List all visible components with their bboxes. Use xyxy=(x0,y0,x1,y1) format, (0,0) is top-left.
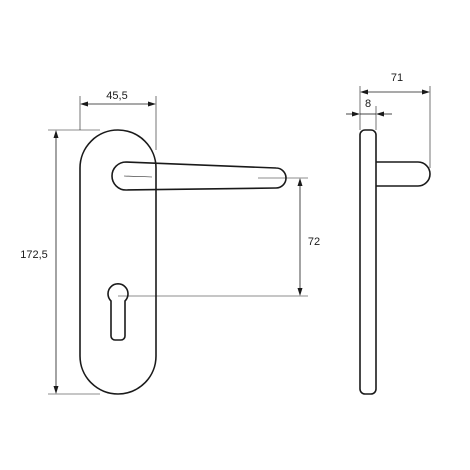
arrow-total-depth-left xyxy=(360,89,368,95)
arrow-plate-height-top xyxy=(53,130,59,138)
front-view: 45,5 172,5 72 xyxy=(20,90,320,395)
plate-edge xyxy=(359,129,377,395)
arrow-thickness-right xyxy=(376,111,384,117)
lever-handle-inner-edge xyxy=(123,175,153,178)
arrow-handle-to-keyhole-bottom xyxy=(297,288,303,296)
cylinder-keyhole xyxy=(107,283,129,341)
arrow-plate-height-bottom xyxy=(53,386,59,394)
arrow-total-depth-right xyxy=(422,89,430,95)
dim-label-plate-width: 45,5 xyxy=(106,90,127,102)
arrow-plate-width-left xyxy=(80,101,88,107)
arrow-plate-width-right xyxy=(148,101,156,107)
arrow-thickness-left xyxy=(352,111,360,117)
handle-projection xyxy=(376,161,431,187)
arrow-handle-to-keyhole-top xyxy=(297,178,303,186)
lever-handle xyxy=(111,161,287,191)
dim-label-handle-to-keyhole: 72 xyxy=(308,236,320,248)
dim-label-total-depth: 71 xyxy=(391,72,403,84)
backplate xyxy=(79,129,157,395)
dim-label-plate-height: 172,5 xyxy=(20,249,48,261)
side-view: 71 8 xyxy=(346,72,431,395)
dim-label-plate-thickness: 8 xyxy=(365,98,371,110)
